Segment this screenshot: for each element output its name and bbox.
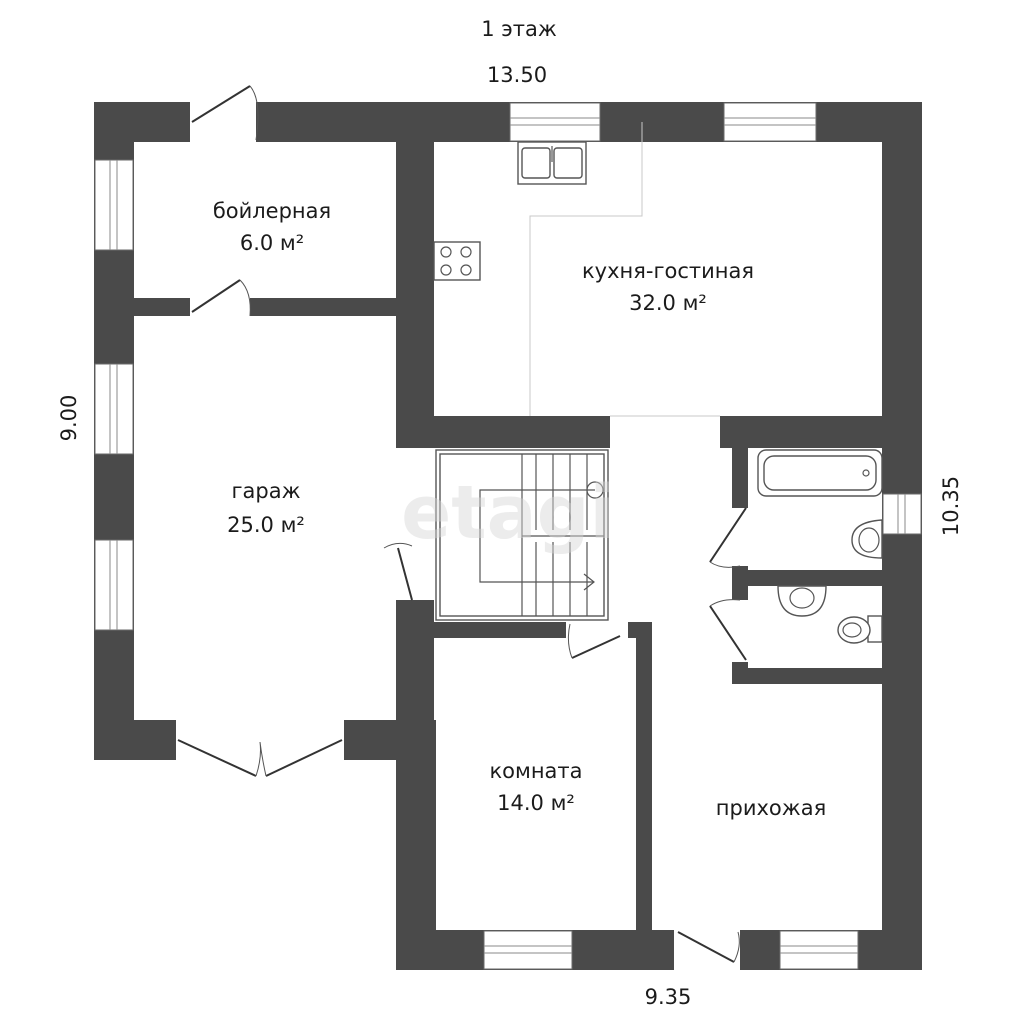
room-kitchen-name: кухня-гостиная: [582, 259, 754, 283]
room-kitchen-area: 32.0 м²: [629, 291, 707, 315]
dimension-top: 13.50: [487, 63, 547, 87]
watermark-logo: etagi: [401, 470, 615, 556]
window: [882, 493, 922, 535]
room-room-name: комната: [489, 759, 582, 783]
toilet-washbasin-icon: [777, 585, 827, 617]
washbasin-icon: [851, 519, 883, 559]
kitchen-zone-lines: [529, 122, 720, 417]
room-room-area: 14.0 м²: [497, 791, 575, 815]
room-hall-name: прихожая: [716, 796, 826, 820]
bathtub-icon: [757, 449, 883, 497]
dimension-right: 10.35: [939, 476, 963, 536]
interior-walls: [134, 142, 882, 932]
window: [94, 539, 134, 631]
window: [779, 930, 859, 970]
doors: [176, 85, 748, 970]
window: [94, 159, 134, 251]
floor-title: 1 этаж: [481, 17, 557, 41]
windows: [94, 102, 922, 970]
room-boiler-area: 6.0 м²: [240, 231, 304, 255]
window: [509, 102, 601, 142]
dimension-bottom: 9.35: [645, 985, 692, 1009]
dimension-left: 9.00: [57, 395, 81, 442]
staircase-icon: [435, 449, 609, 621]
room-garage-name: гараж: [231, 479, 300, 503]
kitchen-sink-icon: [517, 141, 587, 185]
stove-icon: [433, 241, 481, 281]
window: [723, 102, 817, 142]
window: [94, 363, 134, 455]
room-boiler-name: бойлерная: [213, 199, 331, 223]
toilet-icon: [837, 615, 883, 644]
room-garage-area: 25.0 м²: [227, 513, 305, 537]
window: [483, 930, 573, 970]
